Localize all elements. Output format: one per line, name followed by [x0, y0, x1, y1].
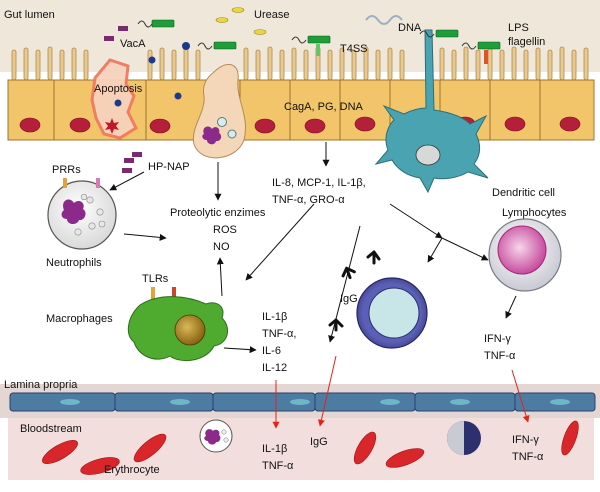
- labels: Gut lumen Urease DNA LPS flagellin VacA …: [4, 9, 567, 476]
- blue-particles: [148, 42, 190, 100]
- neutrophil: [47, 178, 117, 250]
- label-hp-nap: HP-NAP: [148, 161, 190, 173]
- label-lamina: Lamina propria: [4, 379, 78, 391]
- bacterium-4: [419, 29, 459, 38]
- label-blood-il1b: IL-1β: [262, 443, 287, 455]
- apoptotic-cell: [90, 58, 138, 140]
- label-lps: LPS: [508, 22, 529, 34]
- urease-particles: [215, 7, 267, 35]
- igg-antibodies: [328, 250, 381, 332]
- arrows: [109, 142, 517, 354]
- blood-neutrophil: [199, 419, 233, 453]
- lymphocyte: [488, 218, 562, 292]
- label-gut-lumen: Gut lumen: [4, 9, 55, 21]
- label-igg: IgG: [340, 293, 358, 305]
- dna-strand: [365, 15, 403, 25]
- label-erythrocyte: Erythrocyte: [104, 464, 160, 476]
- label-prrs: PRRs: [52, 164, 81, 176]
- vacuolated-cell: [192, 64, 246, 159]
- label-lym-cyt-1: IFN-γ: [484, 333, 511, 345]
- label-flagellin: flagellin: [508, 36, 545, 48]
- label-proteolytic: Proteolytic enzimes: [170, 207, 266, 219]
- endothelial-nuclei: [60, 399, 570, 405]
- label-no: NO: [213, 241, 230, 253]
- label-mac-cyt-3: IL-6: [262, 345, 281, 357]
- macrophage: [127, 287, 229, 362]
- label-urease: Urease: [254, 9, 289, 21]
- bacterium-3: [291, 35, 331, 56]
- red-arrows: [272, 355, 530, 429]
- vaca-particles: [104, 26, 128, 41]
- label-t4ss: T4SS: [340, 43, 368, 55]
- label-caga: CagA, PG, DNA: [284, 101, 364, 113]
- label-neutrophils: Neutrophils: [46, 257, 102, 269]
- label-cytokines-1: IL-8, MCP-1, IL-1β,: [272, 177, 366, 189]
- label-bloodstream: Bloodstream: [20, 423, 82, 435]
- bacterium-2: [197, 41, 237, 50]
- label-blood-igg: IgG: [310, 436, 328, 448]
- label-ros: ROS: [213, 224, 237, 236]
- label-dendritic: Dendritic cell: [492, 187, 555, 199]
- label-mac-cyt-2: TNF-α,: [262, 328, 296, 340]
- label-mac-cyt-4: IL-12: [262, 362, 287, 374]
- b-cell: [356, 277, 428, 349]
- label-lymphocytes: Lymphocytes: [502, 207, 567, 219]
- erythrocytes: [42, 420, 579, 475]
- hp-nap-particles: [122, 152, 142, 173]
- label-blood-tnfa: TNF-α: [262, 460, 294, 472]
- label-dna-top: DNA: [398, 22, 422, 34]
- bacterium-1: [137, 19, 175, 28]
- label-blood-tnfa2: TNF-α: [512, 451, 544, 463]
- bacterium-5: [461, 41, 501, 64]
- label-vaca: VacA: [120, 38, 146, 50]
- label-tlrs: TLRs: [142, 273, 169, 285]
- label-macrophages: Macrophages: [46, 313, 113, 325]
- blood-lymphocyte: [447, 421, 481, 455]
- lumen-bacteria: [104, 7, 501, 100]
- label-blood-ifng: IFN-γ: [512, 434, 539, 446]
- dendritic-cell: [374, 29, 489, 194]
- microvilli: [11, 46, 589, 81]
- label-apoptosis: Apoptosis: [94, 83, 143, 95]
- label-cytokines-2: TNF-α, GRO-α: [272, 194, 345, 206]
- label-mac-cyt-1: IL-1β: [262, 311, 287, 323]
- label-lym-cyt-2: TNF-α: [484, 350, 516, 362]
